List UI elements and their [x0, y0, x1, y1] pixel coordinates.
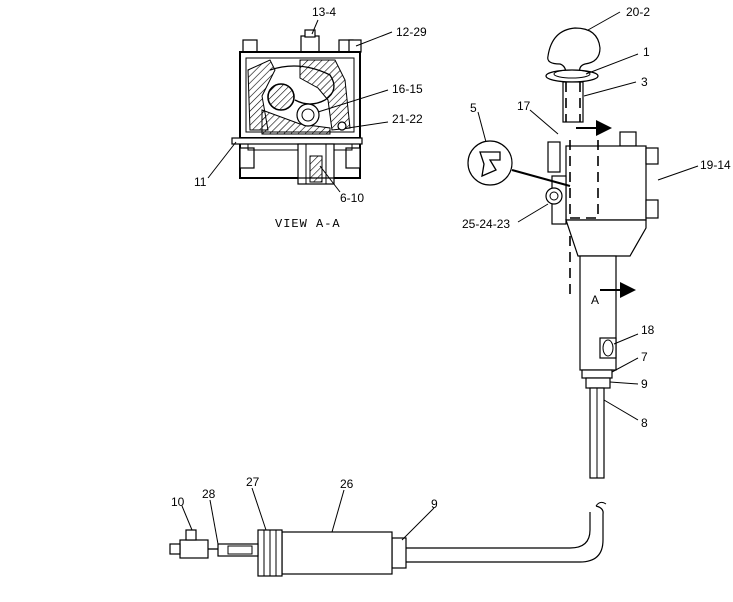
- callout-20-2: 20-2: [626, 5, 650, 19]
- callout-9-lower: 9: [431, 497, 438, 511]
- view-caption: VIEW A-A: [275, 217, 341, 231]
- section-marker-a: A: [591, 293, 599, 307]
- callout-16-15: 16-15: [392, 82, 423, 96]
- callout-25-24-23: 25-24-23: [462, 217, 510, 231]
- callout-13-4: 13-4: [312, 5, 336, 19]
- callout-6-10: 6-10: [340, 191, 364, 205]
- shift-lever-assembly: A 20-2 1 3 17 5 19-14 25-24-23 18: [462, 5, 731, 479]
- callout-3: 3: [641, 75, 648, 89]
- cable-assembly: 10 28 27 26 9: [169, 475, 607, 577]
- callout-11: 11: [194, 175, 207, 189]
- top-bolts: [242, 29, 362, 53]
- callout-12-29: 12-29: [396, 25, 427, 39]
- callout-21-22: 21-22: [392, 112, 423, 126]
- callout-10: 10: [171, 495, 185, 509]
- callout-18: 18: [641, 323, 655, 337]
- callout-9-upper: 9: [641, 377, 648, 391]
- callout-27: 27: [246, 475, 260, 489]
- callout-28: 28: [202, 487, 216, 501]
- callout-26: 26: [340, 477, 354, 491]
- callout-19-14: 19-14: [700, 158, 731, 172]
- callout-1: 1: [643, 45, 650, 59]
- callout-7: 7: [641, 350, 648, 364]
- callout-8: 8: [641, 416, 648, 430]
- callout-5: 5: [470, 101, 477, 115]
- callout-17: 17: [517, 99, 531, 113]
- section-view-a-a: 13-4 12-29 16-15 21-22 11 6-10 VIEW A-A: [194, 5, 427, 231]
